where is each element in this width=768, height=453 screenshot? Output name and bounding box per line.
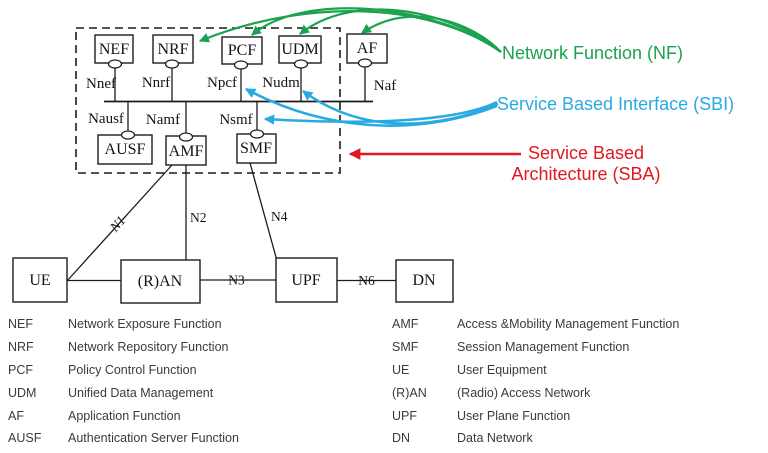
ue-box (12, 257, 68, 303)
legend-row: NRF Network Repository Function (8, 339, 239, 362)
n4-link-label: N4 (271, 209, 288, 224)
nrf-box-label: NRF (157, 41, 188, 58)
udm-box-label: UDM (281, 41, 318, 58)
service-based-interface-label: Service Based Interface (SBI) (497, 94, 735, 114)
legend-name: Policy Control Function (68, 362, 197, 377)
legend-row: AMF Access &Mobility Management Function (392, 316, 679, 339)
naf-interface-label: Naf (374, 78, 397, 94)
legend-abbr: NRF (8, 339, 34, 354)
upf-box (275, 257, 338, 303)
legend-row: DN Data Network (392, 430, 679, 453)
blue-arrow-to-nudm (302, 89, 499, 125)
ue-box-label: UE (29, 272, 50, 289)
namf-interface-label: Namf (146, 112, 180, 128)
legend-name: Unified Data Management (68, 385, 214, 400)
ausf-port-ellipse (120, 130, 136, 140)
legend-name: Network Repository Function (68, 339, 229, 354)
legend-row: UPF User Plane Function (392, 408, 679, 431)
blue-arrow-to-nsmf (263, 100, 498, 125)
legend-abbr: (R)AN (392, 385, 427, 400)
smf-box-label: SMF (240, 140, 272, 157)
ran-box (120, 259, 201, 304)
legend-name: User Plane Function (457, 408, 571, 423)
nsmf-interface-label: Nsmf (219, 112, 252, 128)
udm-port-ellipse (293, 59, 309, 69)
legend-name: User Equipment (457, 362, 547, 377)
ausf-box (97, 134, 153, 165)
nnrf-interface-label: Nnrf (142, 75, 170, 91)
nnef-interface-label: Nnef (86, 76, 116, 92)
legend-abbr: AMF (392, 317, 419, 331)
sba-dashed-boundary (75, 27, 341, 174)
legend-name: Access &Mobility Management Function (457, 317, 680, 331)
legend-row: AF Application Function (8, 408, 239, 431)
nef-port-ellipse (107, 59, 123, 69)
legend-abbr: AUSF (8, 431, 42, 446)
legend-name: Application Function (68, 408, 181, 423)
dn-box-label: DN (412, 272, 436, 289)
n3-link-label: N3 (228, 273, 245, 288)
pcf-box-label: PCF (228, 42, 257, 59)
sba-label-line1: Service Based (527, 143, 645, 163)
green-arrow-to-af (361, 15, 502, 53)
upf-box-label: UPF (291, 272, 320, 289)
af-box-label: AF (357, 40, 378, 57)
legend-abbr: UDM (8, 385, 37, 400)
smf-port-ellipse (249, 129, 265, 139)
dn-box (395, 259, 454, 303)
network-function-label: Network Function (NF) (502, 43, 684, 63)
legend-abbr: UPF (392, 408, 417, 423)
smf-box (236, 133, 277, 164)
legend-name: Authentication Server Function (68, 431, 239, 446)
legend-abbr: DN (392, 431, 411, 446)
legend-abbr: UE (392, 362, 410, 377)
ausf-box-label: AUSF (105, 141, 146, 158)
legend-abbr: SMF (392, 339, 419, 354)
n2-link-label: N2 (190, 210, 207, 225)
af-port-ellipse (357, 58, 373, 68)
pcf-port-ellipse (233, 60, 249, 70)
legend-abbr: NEF (8, 317, 33, 331)
legend-row: AUSF Authentication Server Function (8, 430, 239, 453)
legend-abbr: PCF (8, 362, 33, 377)
n6-link-label: N6 (358, 273, 375, 288)
amf-port-ellipse (178, 132, 194, 142)
sba-label-line2: Architecture (SBA) (511, 163, 661, 184)
nudm-interface-label: Nudm (262, 75, 300, 91)
nef-box-label: NEF (99, 41, 129, 58)
npcf-interface-label: Npcf (207, 75, 237, 91)
amf-box-label: AMF (169, 143, 204, 160)
legend-abbr: AF (8, 408, 24, 423)
legend-row: UDM Unified Data Management (8, 385, 239, 408)
legend-row: SMF Session Management Function (392, 339, 679, 362)
legend-row: (R)AN (Radio) Access Network (392, 385, 679, 408)
af-box (346, 33, 388, 64)
legend-name: Session Management Function (457, 339, 630, 354)
udm-box (278, 35, 322, 64)
legend-row: UE User Equipment (392, 362, 679, 385)
nrf-port-ellipse (164, 59, 180, 69)
n4-link (249, 162, 278, 260)
n1-link (66, 164, 173, 282)
legend-name: (Radio) Access Network (457, 385, 591, 400)
legend-name: Data Network (457, 431, 533, 446)
legend-name: Network Exposure Function (68, 317, 222, 331)
service-based-architecture-label: Service Based Architecture (SBA) (500, 143, 672, 184)
ran-box-label: (R)AN (138, 273, 183, 290)
green-arrow-to-udm (299, 8, 502, 53)
legend-left-column: NEF Network Exposure Function NRF Network … (8, 316, 239, 453)
legend-row: PCF Policy Control Function (8, 362, 239, 385)
nausf-interface-label: Nausf (88, 111, 124, 127)
legend-row: NEF Network Exposure Function (8, 316, 239, 339)
